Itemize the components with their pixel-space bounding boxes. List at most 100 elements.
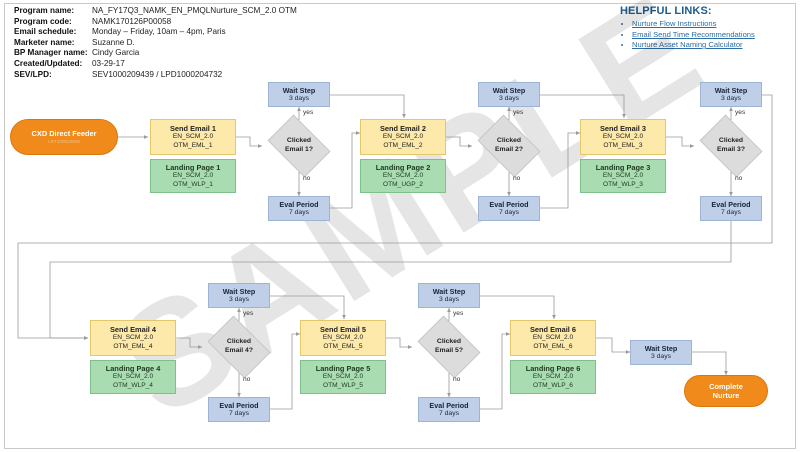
decision-clicked-email-3[interactable]: Clicked Email 3? bbox=[694, 114, 768, 178]
decision-line1: Clicked bbox=[436, 338, 462, 346]
landing-page-4[interactable]: Landing Page 4 EN_SCM_2.0 OTM_WLP_4 bbox=[90, 360, 176, 394]
edge-label-yes-5: yes bbox=[453, 310, 464, 317]
node-duration: 7 days bbox=[228, 410, 250, 418]
send-email-4[interactable]: Send Email 4 EN_SCM_2.0 OTM_EML_4 bbox=[90, 320, 176, 356]
landing-page-3[interactable]: Landing Page 3 EN_SCM_2.0 OTM_WLP_3 bbox=[580, 159, 666, 193]
send-email-3[interactable]: Send Email 3 EN_SCM_2.0 OTM_EML_3 bbox=[580, 119, 666, 155]
node-line2: EN_SCM_2.0 bbox=[112, 334, 154, 342]
meta-value: Cindy Garcia bbox=[92, 48, 140, 58]
decision-line1: Clicked bbox=[286, 137, 312, 145]
node-duration: 3 days bbox=[228, 296, 250, 304]
decision-line1: Clicked bbox=[226, 338, 252, 346]
decision-text: Clicked Email 2? bbox=[472, 120, 546, 172]
node-line2: EN_SCM_2.0 bbox=[382, 172, 424, 180]
landing-page-6[interactable]: Landing Page 6 EN_SCM_2.0 OTM_WLP_6 bbox=[510, 360, 596, 394]
node-title: Wait Step bbox=[222, 286, 256, 296]
decision-text: Clicked Email 1? bbox=[262, 120, 336, 172]
node-title: Send Email 5 bbox=[319, 324, 366, 334]
node-title: Wait Step bbox=[714, 85, 748, 95]
edge-label-yes-4: yes bbox=[243, 310, 254, 317]
eval-period-1[interactable]: Eval Period 7 days bbox=[268, 196, 330, 221]
node-line2: EN_SCM_2.0 bbox=[322, 373, 364, 381]
meta-label: Marketer name: bbox=[14, 37, 75, 47]
end-node-title2: Nurture bbox=[712, 391, 740, 400]
node-line3: OTM_WLP_4 bbox=[113, 381, 153, 389]
eval-period-5[interactable]: Eval Period 7 days bbox=[418, 397, 480, 422]
edge-label-yes-1: yes bbox=[303, 109, 314, 116]
eval-period-3[interactable]: Eval Period 7 days bbox=[700, 196, 762, 221]
decision-text: Clicked Email 5? bbox=[412, 321, 486, 373]
send-email-1[interactable]: Send Email 1 EN_SCM_2.0 OTM_EML_1 bbox=[150, 119, 236, 155]
link-nurture-flow-instructions[interactable]: Nurture Flow Instructions bbox=[632, 19, 717, 28]
link-nurture-asset-naming-calculator[interactable]: Nurture Asset Naming Calculator bbox=[632, 40, 743, 49]
node-line3: OTM_WLP_3 bbox=[603, 180, 643, 188]
decision-line2: Email 2? bbox=[495, 146, 523, 153]
program-metadata: Program name: NA_FY17Q3_NAMK_EN_PMQLNurt… bbox=[14, 6, 434, 80]
wait-step-6[interactable]: Wait Step 3 days bbox=[630, 340, 692, 365]
edge-label-no-1: no bbox=[303, 175, 311, 182]
node-line3: OTM_EML_4 bbox=[113, 342, 153, 350]
start-node-cxd-direct-feeder[interactable]: CXD Direct Feeder LRT100610639 bbox=[10, 119, 118, 155]
decision-clicked-email-2[interactable]: Clicked Email 2? bbox=[472, 114, 546, 178]
edge-label-no-3: no bbox=[735, 175, 743, 182]
node-line3: OTM_EML_6 bbox=[533, 342, 573, 350]
node-title: Wait Step bbox=[644, 343, 678, 353]
meta-value: SEV1000209439 / LPD1000204732 bbox=[92, 69, 223, 79]
send-email-6[interactable]: Send Email 6 EN_SCM_2.0 OTM_EML_6 bbox=[510, 320, 596, 356]
landing-page-5[interactable]: Landing Page 5 EN_SCM_2.0 OTM_WLP_5 bbox=[300, 360, 386, 394]
node-duration: 7 days bbox=[438, 410, 460, 418]
node-line2: EN_SCM_2.0 bbox=[172, 133, 214, 141]
send-email-2[interactable]: Send Email 2 EN_SCM_2.0 OTM_EML_2 bbox=[360, 119, 446, 155]
wait-step-5[interactable]: Wait Step 3 days bbox=[418, 283, 480, 308]
start-node-title: CXD Direct Feeder bbox=[31, 129, 97, 139]
node-line2: EN_SCM_2.0 bbox=[532, 334, 574, 342]
node-title: Eval Period bbox=[219, 400, 259, 410]
list-item[interactable]: Nurture Flow Instructions bbox=[632, 19, 800, 30]
node-title: Landing Page 3 bbox=[595, 162, 651, 172]
wait-step-3[interactable]: Wait Step 3 days bbox=[700, 82, 762, 107]
decision-clicked-email-1[interactable]: Clicked Email 1? bbox=[262, 114, 336, 178]
wait-step-4[interactable]: Wait Step 3 days bbox=[208, 283, 270, 308]
link-email-send-time-recommendations[interactable]: Email Send Time Recommendations bbox=[632, 29, 755, 39]
meta-row-program-name: Program name: NA_FY17Q3_NAMK_EN_PMQLNurt… bbox=[14, 6, 434, 17]
node-duration: 7 days bbox=[498, 209, 520, 217]
node-line3: OTM_WLP_1 bbox=[173, 180, 213, 188]
list-item[interactable]: Nurture Asset Naming Calculator bbox=[632, 40, 800, 51]
node-title: Landing Page 5 bbox=[315, 363, 371, 373]
decision-clicked-email-4[interactable]: Clicked Email 4? bbox=[202, 315, 276, 379]
edge-label-no-2: no bbox=[513, 175, 521, 182]
helpful-links-list: Nurture Flow Instructions Email Send Tim… bbox=[620, 19, 800, 51]
node-line2: EN_SCM_2.0 bbox=[322, 334, 364, 342]
meta-label: Created/Updated: bbox=[14, 58, 83, 68]
end-node-complete-nurture[interactable]: Complete Nurture bbox=[684, 375, 768, 407]
eval-period-4[interactable]: Eval Period 7 days bbox=[208, 397, 270, 422]
node-duration: 3 days bbox=[720, 95, 742, 103]
node-title: Send Email 3 bbox=[599, 123, 646, 133]
meta-value: 03-29-17 bbox=[92, 58, 125, 68]
node-duration: 3 days bbox=[650, 353, 672, 361]
meta-label: Program name: bbox=[14, 6, 75, 15]
landing-page-2[interactable]: Landing Page 2 EN_SCM_2.0 OTM_UGP_2 bbox=[360, 159, 446, 193]
meta-value: NAMK170126P00058 bbox=[92, 16, 172, 26]
meta-value: Monday – Friday, 10am – 4pm, Paris bbox=[92, 27, 226, 37]
wait-step-1[interactable]: Wait Step 3 days bbox=[268, 82, 330, 107]
node-line2: EN_SCM_2.0 bbox=[112, 373, 154, 381]
send-email-5[interactable]: Send Email 5 EN_SCM_2.0 OTM_EML_5 bbox=[300, 320, 386, 356]
decision-clicked-email-5[interactable]: Clicked Email 5? bbox=[412, 315, 486, 379]
node-line2: EN_SCM_2.0 bbox=[602, 133, 644, 141]
landing-page-1[interactable]: Landing Page 1 EN_SCM_2.0 OTM_WLP_1 bbox=[150, 159, 236, 193]
wait-step-2[interactable]: Wait Step 3 days bbox=[478, 82, 540, 107]
meta-row-marketer-name: Marketer name: Suzanne D. bbox=[14, 38, 434, 49]
decision-line2: Email 3? bbox=[717, 146, 745, 153]
decision-text: Clicked Email 4? bbox=[202, 321, 276, 373]
meta-row-created-updated: Created/Updated: 03-29-17 bbox=[14, 59, 434, 70]
node-title: Eval Period bbox=[279, 199, 319, 209]
meta-row-bp-manager-name: BP Manager name: Cindy Garcia bbox=[14, 48, 434, 59]
helpful-links-panel: HELPFUL LINKS: Nurture Flow Instructions… bbox=[620, 5, 800, 51]
node-line2: EN_SCM_2.0 bbox=[602, 172, 644, 180]
node-duration: 3 days bbox=[288, 95, 310, 103]
node-line3: OTM_WLP_6 bbox=[533, 381, 573, 389]
edge-label-no-5: no bbox=[453, 376, 461, 383]
list-item[interactable]: Email Send Time Recommendations bbox=[632, 30, 800, 41]
eval-period-2[interactable]: Eval Period 7 days bbox=[478, 196, 540, 221]
